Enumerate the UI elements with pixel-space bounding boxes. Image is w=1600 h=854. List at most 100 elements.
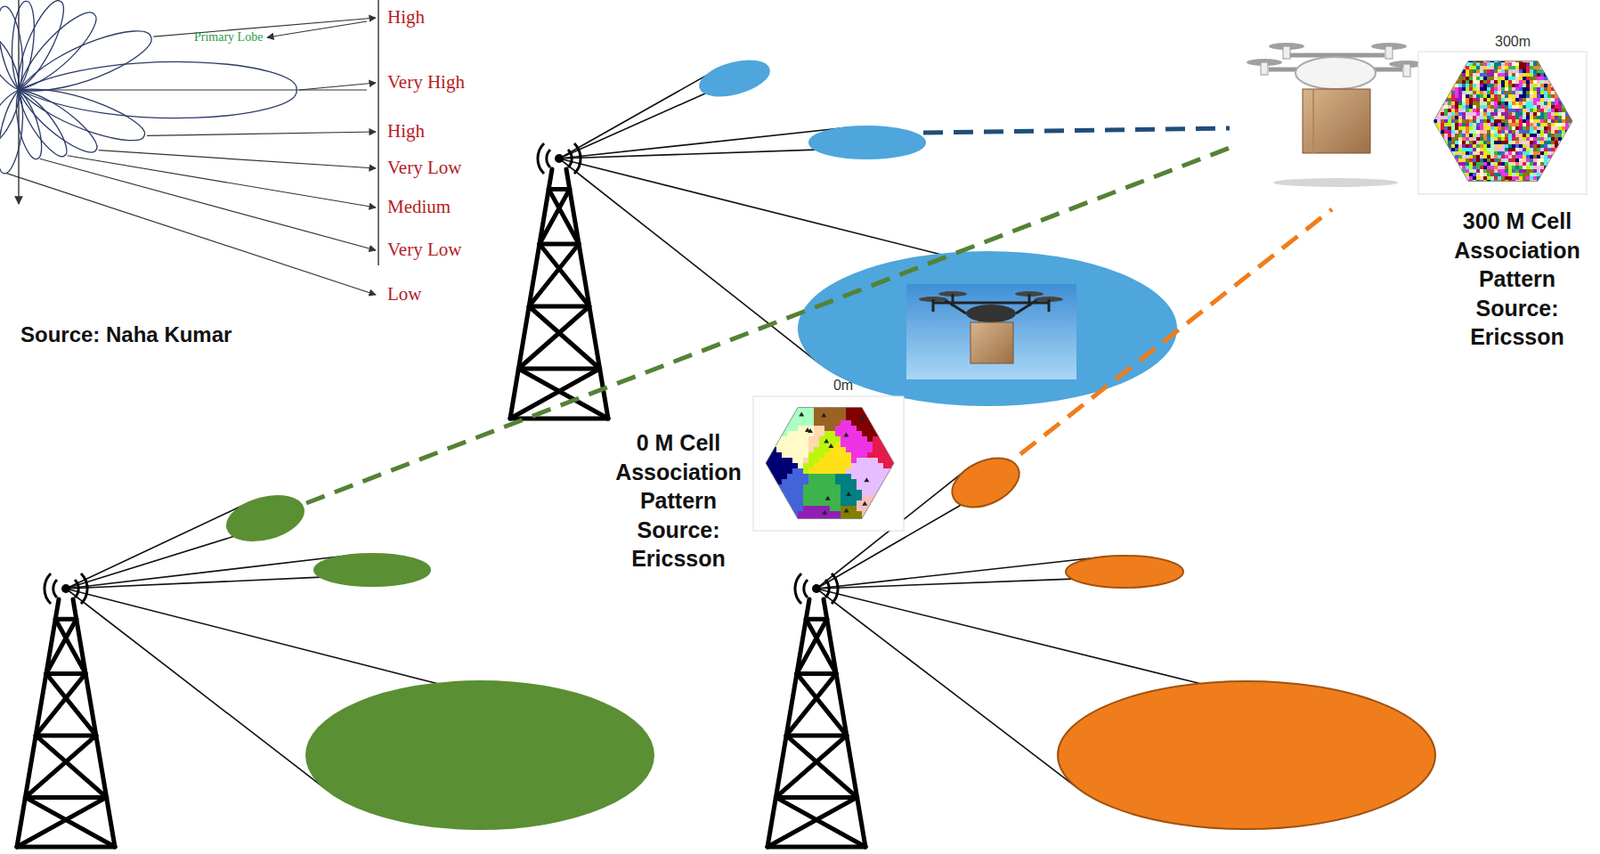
drone-picture <box>1246 42 1425 187</box>
pattern-cell <box>1486 176 1492 181</box>
pattern-cell <box>1440 186 1446 192</box>
pattern-cell <box>1504 154 1510 160</box>
pattern-cell <box>1465 55 1471 60</box>
pattern-cell <box>1497 65 1503 71</box>
pattern-cell <box>883 500 890 507</box>
pattern-cell <box>787 516 794 523</box>
pattern-cell <box>787 521 794 528</box>
pattern-cell <box>1543 147 1549 153</box>
pattern-cell <box>813 420 821 427</box>
pattern-cell <box>1511 140 1517 146</box>
pattern-cell <box>771 430 778 438</box>
pattern-cell <box>1437 83 1442 89</box>
pattern-cell <box>787 398 794 406</box>
pattern-cell <box>1483 97 1488 103</box>
pattern-cell <box>813 414 821 422</box>
pattern-cell <box>1486 97 1492 103</box>
pattern-cell <box>1515 101 1520 106</box>
pattern-cell <box>883 511 890 518</box>
pattern-cell <box>1504 112 1510 117</box>
pattern-cell <box>1533 183 1538 188</box>
pattern-cell <box>1508 179 1513 185</box>
pattern-cell <box>808 409 815 416</box>
pattern-cell <box>877 446 885 454</box>
pattern-cell <box>1433 65 1438 71</box>
lobe <box>18 89 98 153</box>
pattern-cell <box>1444 172 1449 178</box>
pattern-cell <box>1543 115 1549 121</box>
pattern-cell <box>1501 176 1506 181</box>
pattern-cell <box>845 489 853 496</box>
pattern-cell <box>1454 147 1460 153</box>
pattern-cell <box>1469 69 1474 74</box>
pattern-cell <box>1483 51 1488 57</box>
pattern-cell <box>819 452 826 459</box>
pattern-cell <box>787 484 794 491</box>
antenna-wave <box>574 143 581 174</box>
pattern-cell <box>1494 105 1499 110</box>
pattern-cell <box>1458 94 1463 99</box>
pattern-cell <box>1461 80 1467 85</box>
pattern-cell <box>1447 69 1453 74</box>
pattern-cell <box>1440 151 1446 156</box>
pattern-cell <box>1447 80 1453 85</box>
pattern-cell <box>1536 101 1542 106</box>
pattern-cell <box>1540 58 1545 64</box>
pattern-cell <box>1508 80 1513 85</box>
pattern-cell <box>1483 169 1488 174</box>
pattern-cell <box>1472 90 1478 96</box>
pattern-cell <box>1440 87 1446 92</box>
pattern-cell <box>1469 172 1474 178</box>
pattern-cell <box>1433 76 1438 82</box>
pattern-cell <box>851 441 858 448</box>
lobe <box>0 6 24 90</box>
pattern-cell <box>1447 129 1453 135</box>
pattern-cell <box>1444 183 1449 188</box>
pattern-cell <box>1469 154 1474 160</box>
pattern-cell <box>1483 87 1488 92</box>
pattern-cell <box>1440 76 1446 82</box>
pattern-cell <box>1472 115 1478 121</box>
pattern-cell <box>877 500 885 507</box>
pattern-cell <box>1476 176 1481 181</box>
pattern-cell <box>1490 147 1495 153</box>
pattern-cell <box>1540 186 1545 192</box>
beam-ellipse <box>944 447 1028 517</box>
pattern-cell <box>781 484 788 491</box>
tower-strut <box>35 735 106 798</box>
pattern-cell <box>1497 87 1503 92</box>
pattern-cell <box>1437 94 1442 99</box>
pattern-cell <box>1533 115 1538 121</box>
pattern-cell <box>1465 94 1471 99</box>
pattern-cell <box>797 484 805 491</box>
pattern-cell <box>787 468 794 475</box>
pattern-cell <box>861 457 869 464</box>
pattern-cell <box>851 436 858 443</box>
pattern-cell <box>1518 137 1524 142</box>
pattern-cell <box>851 457 858 464</box>
pattern-cell <box>1518 69 1524 74</box>
pattern-cell <box>1533 112 1538 117</box>
pattern-cell <box>1465 51 1471 57</box>
pattern-cell <box>1476 122 1481 128</box>
pattern-cell <box>1454 154 1460 160</box>
pattern-cell <box>1458 55 1463 60</box>
pattern-cell <box>824 462 831 470</box>
pattern-cell <box>835 495 842 502</box>
pattern-cell <box>1444 129 1449 135</box>
pattern-cell <box>829 479 837 486</box>
pattern-cell <box>1472 162 1478 167</box>
beam-ellipse <box>314 553 431 586</box>
pattern-cell <box>808 452 815 459</box>
pattern-cell <box>1444 69 1449 74</box>
pattern-cell <box>813 441 821 448</box>
pattern-cell <box>840 521 847 528</box>
pattern-cell <box>1518 147 1524 153</box>
pattern-cell <box>1486 179 1492 185</box>
pattern-cell <box>1461 119 1467 124</box>
pattern-cell <box>845 441 853 448</box>
pattern-cell <box>1494 186 1499 192</box>
pattern-cell <box>1479 83 1485 89</box>
pattern-cell <box>1437 122 1442 128</box>
pattern-cell <box>1479 115 1485 121</box>
